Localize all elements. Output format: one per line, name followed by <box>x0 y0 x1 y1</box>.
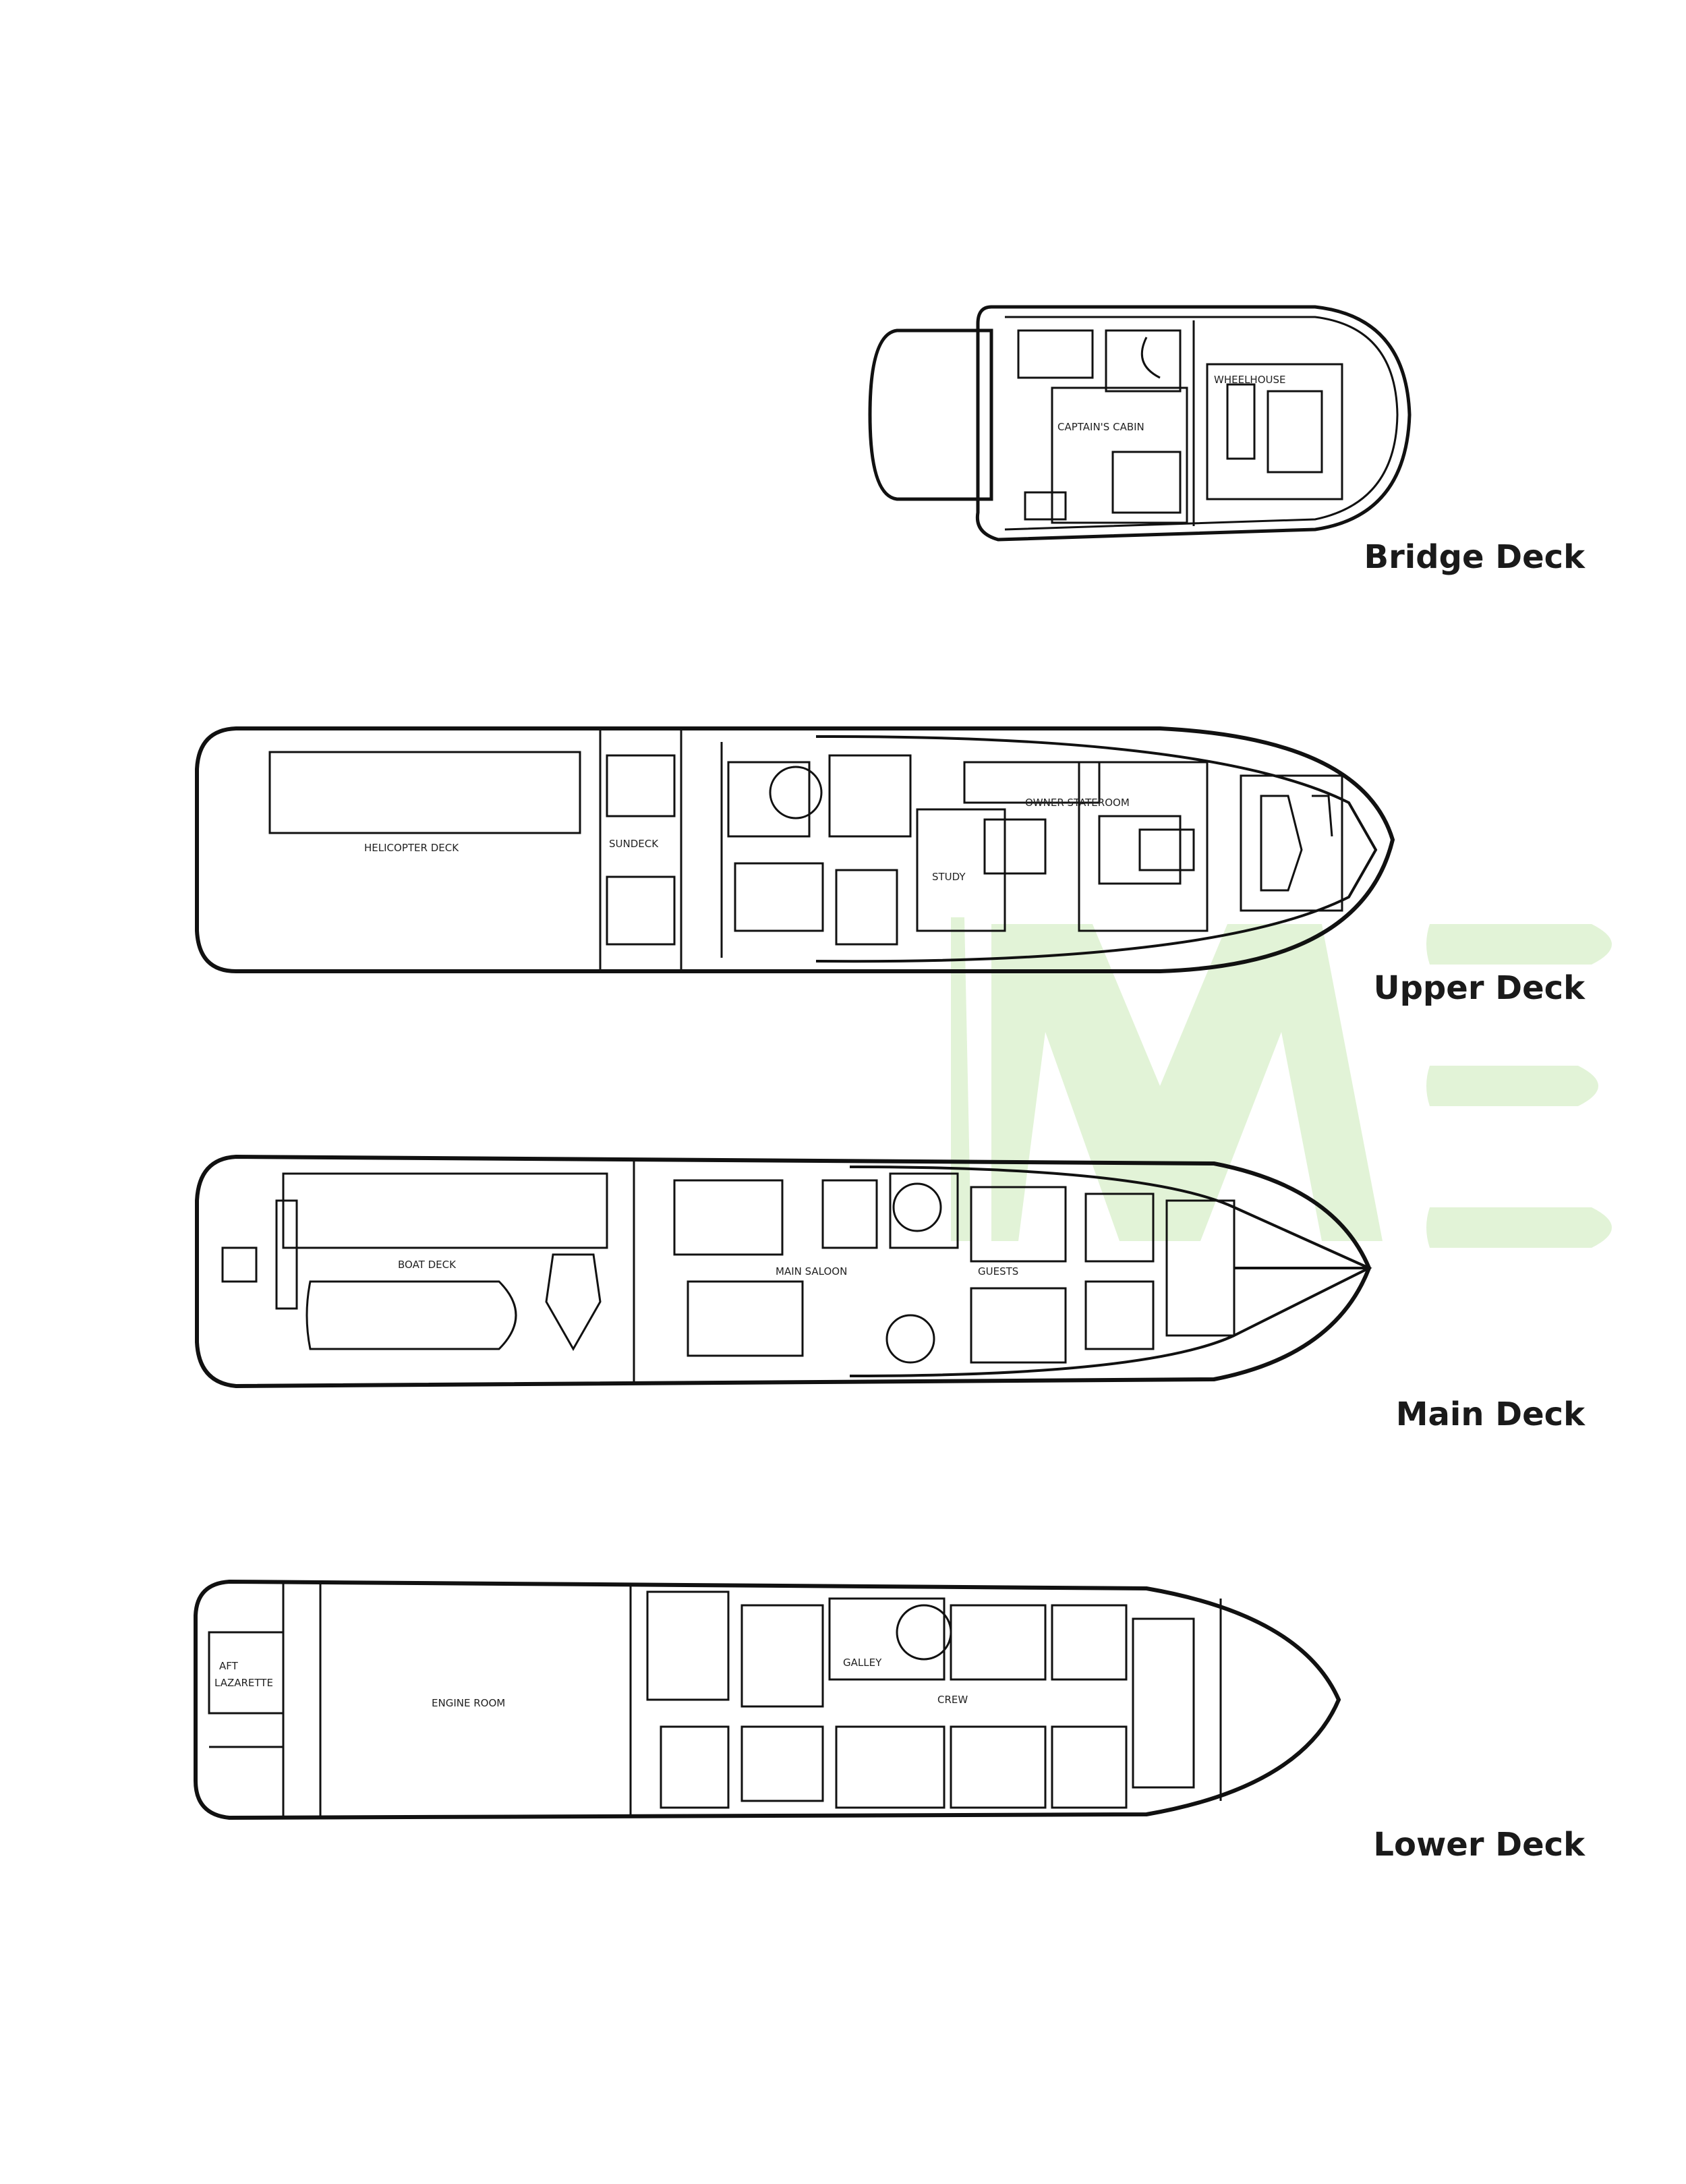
room-label-saloon: MAIN SALOON <box>776 1265 847 1277</box>
main-deck-plan: BOAT DECK MAIN SALOON GUESTS <box>195 1154 1372 1389</box>
bridge-deck-label: Bridge Deck <box>1364 538 1585 576</box>
bridge-deck-plan: WHEELHOUSE CAPTAIN'S CABIN <box>868 305 1412 542</box>
room-label-lazarette: LAZARETTE <box>214 1677 273 1689</box>
room-label-study: STUDY <box>932 871 966 883</box>
upper-deck-plan: HELICOPTER DECK SUNDECK OWNER STATEROOM … <box>195 726 1395 973</box>
upper-deck-label: Upper Deck <box>1373 969 1585 1007</box>
room-label-aft: AFT <box>219 1660 239 1672</box>
main-deck-label: Main Deck <box>1395 1396 1585 1433</box>
room-label-wheelhouse: WHEELHOUSE <box>1214 374 1286 386</box>
lower-deck-plan: AFT LAZARETTE ENGINE ROOM GALLEY CREW <box>194 1579 1341 1820</box>
watermark-logo <box>951 917 1612 1248</box>
room-label-boat: BOAT DECK <box>398 1259 457 1271</box>
room-label-guests: GUESTS <box>978 1265 1018 1277</box>
room-label-engine: ENGINE ROOM <box>432 1697 505 1709</box>
room-label-helicopter: HELICOPTER DECK <box>364 842 459 854</box>
room-label-owner: OWNER STATEROOM <box>1025 797 1130 809</box>
room-label-captain: CAPTAIN'S CABIN <box>1057 421 1144 433</box>
room-label-galley: GALLEY <box>843 1657 882 1669</box>
room-label-sundeck: SUNDECK <box>609 838 659 850</box>
lower-deck-label: Lower Deck <box>1373 1826 1585 1864</box>
room-label-crew: CREW <box>937 1694 968 1706</box>
